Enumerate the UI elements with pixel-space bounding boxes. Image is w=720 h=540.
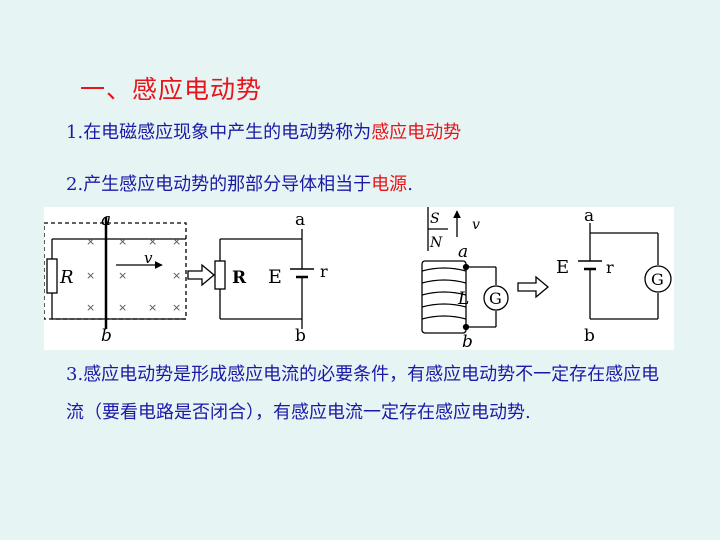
coil-body (421, 260, 467, 334)
coil-bottom-label: b (462, 332, 473, 350)
circuit-figure: × × × × × × × × × × × a b R v R E r a b … (44, 207, 674, 350)
field-cross: × (86, 235, 95, 248)
rail-circuit (44, 217, 187, 329)
field-cross: × (86, 269, 95, 282)
point-2-number: 2. (66, 174, 84, 195)
point-2-text: 产生感应电动势的那部分导体相当于 (83, 174, 372, 195)
field-cross: × (172, 269, 181, 282)
internal-resistance-label: r (320, 262, 328, 281)
point-2-period: . (407, 174, 413, 195)
magnet-s-label: S (430, 211, 440, 227)
slide-title: 一、感应电动势 (80, 75, 263, 104)
galvanometer-label: G (489, 289, 502, 308)
equivalent-circuit-1 (214, 229, 314, 329)
coil-circuit (421, 207, 509, 334)
field-cross: × (118, 235, 127, 248)
eq-resistor-label: R (232, 268, 247, 288)
coil-top-label: a (458, 242, 468, 262)
emf-label-2: E (556, 257, 569, 278)
internal-resistance-label-2: r (606, 258, 614, 277)
point-1: 1.在电磁感应现象中产生的电动势称为感应电动势 (66, 118, 461, 144)
equivalent-arrow-1 (187, 263, 216, 287)
eq2-top-label: a (584, 207, 594, 226)
inductor-label: L (457, 289, 469, 309)
equivalent-arrow-2 (517, 275, 550, 299)
resistor-label: R (59, 267, 74, 288)
field-cross: × (172, 301, 181, 314)
magnet-velocity-label: v (472, 217, 480, 233)
field-cross: × (148, 235, 157, 248)
point-2: 2.产生感应电动势的那部分导体相当于电源. (66, 170, 413, 196)
galvanometer-symbol (483, 285, 509, 311)
field-cross: × (118, 269, 127, 282)
equivalent-circuit-2 (578, 223, 672, 320)
field-cross: × (86, 301, 95, 314)
point-3-text: 感应电动势是形成感应电流的必要条件，有感应电动势不一定存在感应电流（要看电路是否… (66, 364, 660, 423)
galvanometer-label-2: G (651, 270, 664, 289)
rod-bottom-label: b (101, 326, 112, 346)
point-1-term: 感应电动势 (371, 122, 462, 143)
point-3: 3.感应电动势是形成感应电流的必要条件，有感应电动势不一定存在感应电流（要看电路… (66, 356, 666, 432)
point-3-number: 3. (66, 364, 84, 385)
emf-label: E (268, 266, 282, 288)
field-cross: × (172, 235, 181, 248)
point-1-text: 在电磁感应现象中产生的电动势称为 (83, 122, 372, 143)
magnet-n-label: N (429, 235, 443, 251)
eq-top-label: a (295, 210, 305, 230)
circuit-diagrams: × × × × × × × × × × × a b R v R E r a b … (44, 207, 672, 350)
eq2-bottom-label: b (584, 326, 595, 346)
point-1-number: 1. (66, 122, 84, 143)
velocity-label: v (144, 249, 153, 267)
resistor-symbol (46, 258, 58, 294)
eq-bottom-label: b (295, 326, 306, 346)
field-cross: × (148, 301, 157, 314)
galvanometer-symbol-2 (644, 265, 672, 293)
point-2-term: 电源 (371, 174, 408, 195)
rod-top-label: a (101, 210, 111, 230)
field-cross: × (118, 301, 127, 314)
